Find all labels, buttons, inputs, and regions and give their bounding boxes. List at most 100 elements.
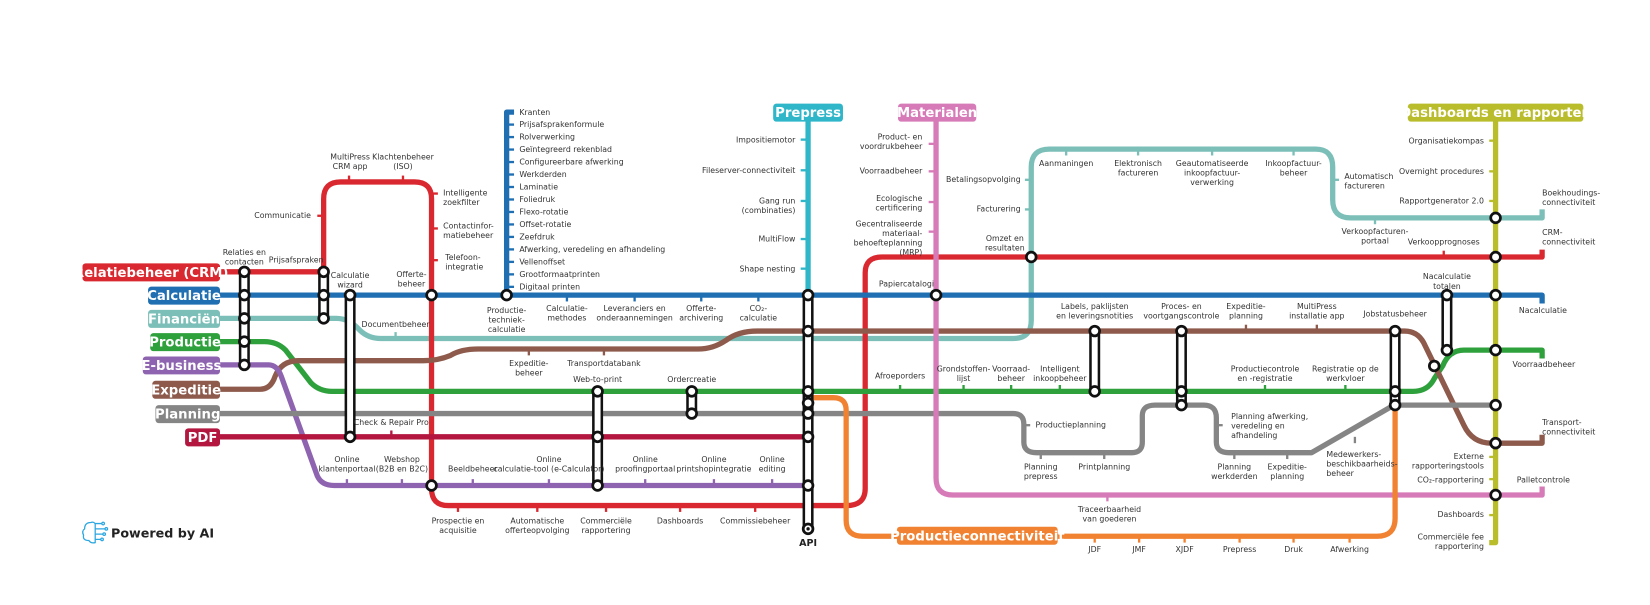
station-label[interactable]: Afwerking, veredeling en afhandeling: [519, 245, 665, 254]
station-label[interactable]: Expeditie-planning: [1268, 463, 1307, 482]
station-label[interactable]: Kranten: [519, 108, 550, 117]
station-label[interactable]: Contactinfor-matiebeheer: [443, 221, 494, 240]
station-label[interactable]: Nacalculatie: [1519, 306, 1567, 315]
station-label[interactable]: Prijsafsprakenformule: [519, 120, 604, 129]
station-label[interactable]: Transport-connectiviteit: [1541, 418, 1595, 437]
station-label[interactable]: Verkoopprognoses: [1408, 237, 1480, 246]
station-label[interactable]: Calculatie-methodes: [546, 304, 588, 323]
station-label[interactable]: Printplanning: [1078, 463, 1130, 472]
station-label[interactable]: Productieplanning: [1035, 420, 1106, 429]
station-label[interactable]: Inkoopfactuur-beheer: [1265, 159, 1322, 178]
station-label[interactable]: Fileserver-connectiviteit: [702, 166, 795, 175]
station-label[interactable]: JDF: [1087, 545, 1101, 554]
station-label[interactable]: Organisatiekompas: [1408, 136, 1483, 145]
station-label[interactable]: Zeefdruk: [519, 233, 555, 242]
station-label[interactable]: Voorraad-beheer: [992, 364, 1030, 383]
station-label[interactable]: Palletcontrole: [1517, 475, 1570, 484]
station-label[interactable]: Digitaal printen: [519, 282, 580, 291]
station-label[interactable]: Medewerkers-beschikbaarheids-beheer: [1326, 450, 1397, 478]
station-label[interactable]: Ordercreatie: [667, 375, 716, 384]
station-label[interactable]: Rapportgenerator 2.0: [1399, 197, 1484, 206]
station-label[interactable]: Offerte-archivering: [679, 304, 723, 323]
station-label[interactable]: Jobstatusbeheer: [1362, 309, 1427, 318]
station-label[interactable]: Gang run(combinaties): [742, 197, 796, 216]
station-label[interactable]: Verkoopfacturen-portaal: [1342, 227, 1409, 246]
station-label[interactable]: Rolverwerking: [519, 133, 575, 142]
station-label[interactable]: Vellenoffset: [519, 258, 565, 267]
station-label[interactable]: Facturering: [977, 205, 1021, 214]
station-label[interactable]: Productie-techniek-calculatie: [487, 306, 527, 334]
station-label[interactable]: Shape nesting: [739, 264, 795, 273]
station-label[interactable]: Overnight procedures: [1399, 167, 1484, 176]
station-label[interactable]: Transportdatabank: [566, 359, 641, 368]
station-label[interactable]: Foliedruk: [519, 195, 555, 204]
station-label[interactable]: Telefoon-integratie: [444, 253, 483, 272]
station-label[interactable]: JMF: [1131, 545, 1146, 554]
station-label[interactable]: Druk: [1284, 545, 1303, 554]
station-label[interactable]: Papiercatalogi: [879, 280, 934, 289]
station-label[interactable]: Grondstoffen-lijst: [937, 364, 991, 383]
station-label[interactable]: Expeditie-beheer: [509, 359, 548, 378]
station-label[interactable]: Prepress: [1223, 545, 1256, 554]
station-label[interactable]: Communicatie: [254, 211, 311, 220]
station-label[interactable]: Impositiemotor: [736, 135, 796, 144]
station-label[interactable]: Commissiebeheer: [720, 517, 791, 526]
station-label[interactable]: Voorraadbeheer: [1513, 360, 1576, 369]
station-label[interactable]: Check & Repair Pro: [354, 418, 429, 427]
station-label[interactable]: MultiFlow: [758, 235, 796, 244]
station-label[interactable]: Aanmaningen: [1039, 159, 1093, 168]
station-label[interactable]: Betalingsopvolging: [946, 175, 1021, 184]
station-label[interactable]: CRM-connectiviteit: [1542, 228, 1595, 247]
station-label[interactable]: Afwerking: [1330, 545, 1369, 554]
station-label[interactable]: Klachtenbeheer(ISO): [372, 153, 434, 172]
station-label[interactable]: CO₂-calculatie: [740, 304, 778, 323]
station-label[interactable]: CO₂-rapportering: [1417, 475, 1484, 484]
station-label[interactable]: Expeditie-planning: [1226, 302, 1265, 321]
station-label[interactable]: Offset-rotatie: [519, 220, 571, 229]
station-label[interactable]: Flexo-rotatie: [519, 208, 568, 217]
station-label[interactable]: Beeldbeheer: [448, 465, 498, 474]
station-label[interactable]: Werkderden: [519, 170, 566, 179]
station-label[interactable]: Laminatie: [519, 183, 558, 192]
station-label[interactable]: Webshop(B2B en B2C): [376, 455, 428, 474]
station-label[interactable]: Web-to-print: [573, 375, 622, 384]
station-label[interactable]: Voorraadbeheer: [860, 166, 923, 175]
station-label[interactable]: Dashboards: [657, 517, 703, 526]
station-label[interactable]: Afroeporders: [875, 372, 925, 381]
station-label[interactable]: Configureerbare afwerking: [519, 158, 623, 167]
station-label[interactable]: Geïntegreerd rekenblad: [519, 145, 612, 154]
station-label[interactable]: Grootformaatprinten: [519, 270, 600, 279]
station-label[interactable]: Dashboards: [1437, 510, 1483, 519]
station-label[interactable]: Boekhoudings-connectiviteit: [1542, 189, 1600, 208]
